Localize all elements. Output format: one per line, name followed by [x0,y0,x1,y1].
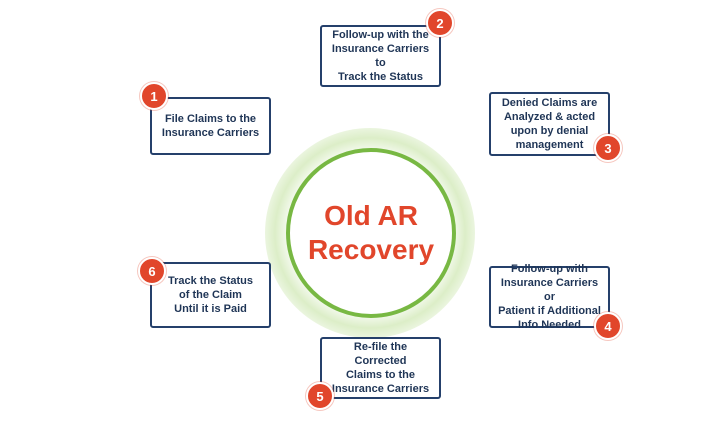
step-text-6: Track the Status of the Claim Until it i… [168,275,253,315]
step-box-2: Follow-up with the Insurance Carriers to… [320,25,441,87]
step-box-6: Track the Status of the Claim Until it i… [150,262,271,328]
step-box-4: Follow-up with Insurance Carriers or Pat… [489,263,610,331]
step-number-badge-3: 3 [594,134,622,162]
step-box-5: Re-file the Corrected Claims to the Insu… [320,337,441,399]
step-number-badge-6: 6 [138,257,166,285]
step-box-3: Denied Claims are Analyzed & acted upon … [489,92,610,156]
center-title: Old AR Recovery [307,200,435,265]
step-text-2: Follow-up with the Insurance Carriers to… [331,29,430,83]
step-text-5: Re-file the Corrected Claims to the Insu… [331,341,430,395]
step-number-badge-1: 1 [140,82,168,110]
step-number-badge-2: 2 [426,9,454,37]
step-box-1: File Claims to the Insurance Carriers [150,97,271,155]
step-text-3: Denied Claims are Analyzed & acted upon … [501,97,598,151]
step-number-badge-5: 5 [306,382,334,410]
center-circle: Old AR Recovery [286,148,456,318]
step-number-badge-4: 4 [594,312,622,340]
step-text-1: File Claims to the Insurance Carriers [161,113,260,139]
step-text-4: Follow-up with Insurance Carriers or Pat… [498,263,601,331]
